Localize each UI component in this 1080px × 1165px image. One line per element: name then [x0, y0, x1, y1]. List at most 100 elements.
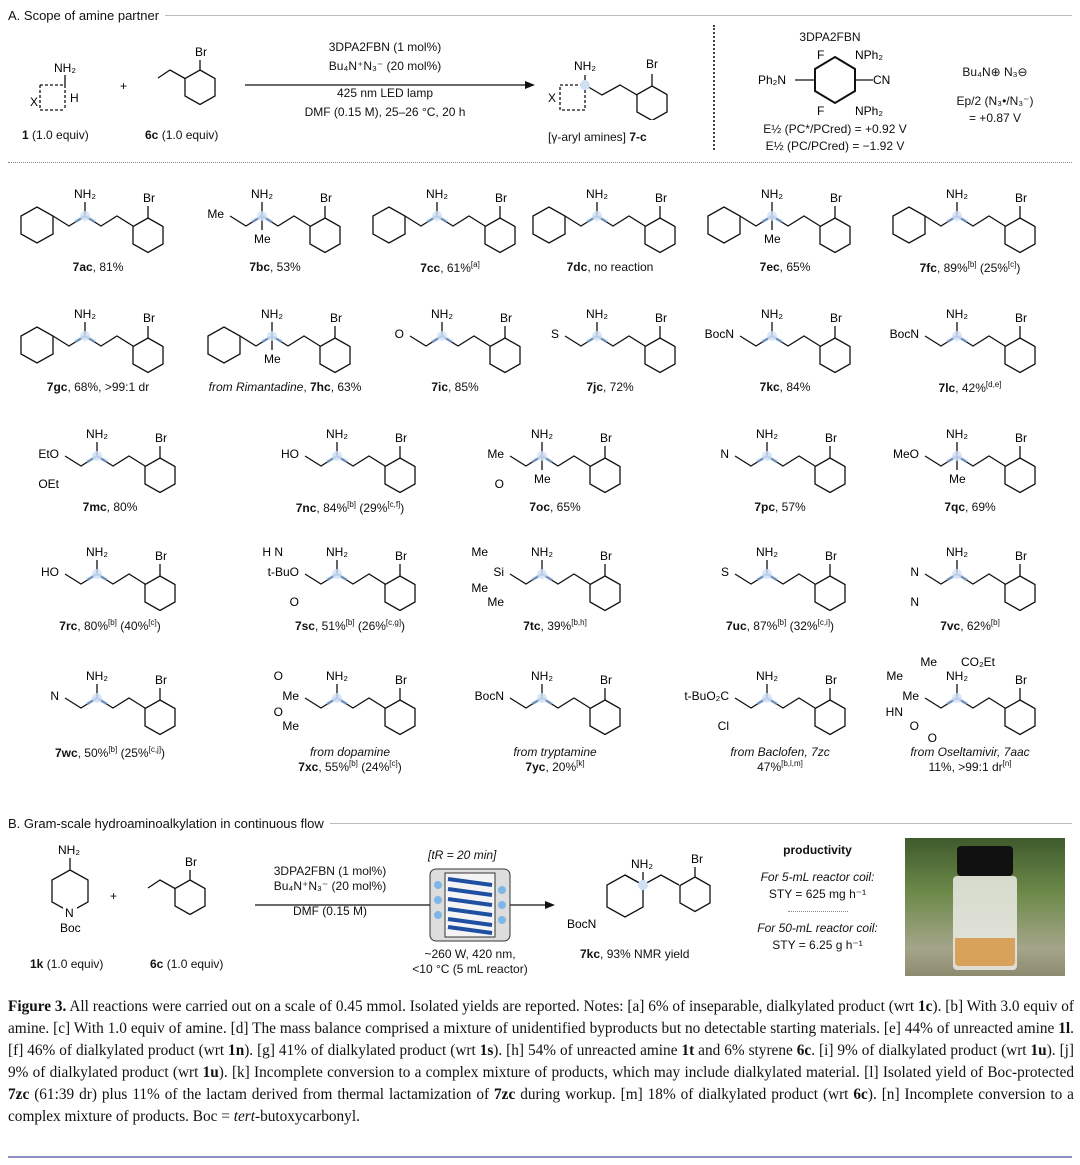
compound-label: 7dc, no reaction	[566, 260, 654, 274]
bromo-label: Br	[155, 431, 167, 445]
compound-label: 7oc, 65%	[529, 500, 581, 514]
amine-label: NH₂	[946, 669, 968, 683]
amine-label: NH₂	[86, 545, 108, 559]
compound-label: 7ac, 81%	[72, 260, 124, 274]
amine-label: NH₂	[326, 545, 348, 559]
methyl-label: Me	[254, 232, 271, 246]
amine-label: NH₂	[74, 187, 96, 201]
azide-info: Bu₄N⊕ N₃⊖Ep/2 (N₃•/N₃⁻)= +0.87 V	[930, 64, 1060, 127]
reactant-nh2: NH₂	[54, 61, 76, 75]
scope-divider	[8, 162, 1072, 163]
bromo-label: Br	[830, 191, 842, 205]
substituent-label: t-BuO	[268, 565, 299, 579]
bromo-label: Br	[330, 311, 342, 325]
substituent-label: N	[910, 565, 919, 579]
bromo-label: Br	[155, 549, 167, 563]
substituent-label: Me	[487, 447, 504, 461]
compound-label: 7fc, 89%[b] (25%[c])	[919, 260, 1021, 275]
conditions-b: 3DPA2FBN (1 mol%)Bu₄N⁺N₃⁻ (20 mol%)DMF (…	[255, 864, 405, 919]
compound-label: 7ec, 65%	[759, 260, 811, 274]
amine-label: NH₂	[86, 669, 108, 683]
compound-source: from Oseltamivir, 7aac	[910, 745, 1030, 759]
compound-label: 47%[b,l,m]	[757, 759, 803, 774]
condition-solvent: DMF (0.15 M), 25–26 °C, 20 h	[304, 105, 466, 119]
section-b-title: B. Gram-scale hydroaminoalkylation in co…	[8, 816, 324, 831]
substituent-label: Me	[487, 595, 504, 609]
reactant-br: Br	[195, 45, 207, 59]
bromo-label: Br	[655, 311, 667, 325]
amine-label: NH₂	[946, 307, 968, 321]
substituent-label: BocN	[705, 327, 734, 341]
amine-label: NH₂	[586, 187, 608, 201]
bromo-label: Br	[825, 431, 837, 445]
amine-label: NH₂	[86, 427, 108, 441]
b-reactant2-label: 6c (1.0 equiv)	[150, 957, 224, 971]
bromo-label: Br	[600, 431, 612, 445]
substituent-label: CO₂Et	[961, 655, 996, 669]
residence-time: [tR = 20 min]	[428, 848, 497, 862]
b-condition-azide: Bu₄N⁺N₃⁻ (20 mol%)	[273, 879, 387, 893]
substituent-label: HO	[41, 565, 59, 579]
bromo-label: Br	[320, 191, 332, 205]
b-product-br: Br	[691, 852, 703, 866]
compound-label: 7ic, 85%	[431, 380, 479, 394]
catalyst-f2: F	[817, 104, 824, 118]
catalyst-ph2n: Ph₂N	[758, 73, 786, 87]
coil1-label: For 5-mL reactor coil:	[760, 870, 875, 884]
potential-excited: E½ (PC*/PCred) = +0.92 V	[763, 122, 907, 136]
substituent-label: Me	[471, 581, 488, 595]
figure-caption: Figure 3. All reactions were carried out…	[8, 998, 1075, 1125]
substituent-label: MeO	[893, 447, 919, 461]
amine-label: NH₂	[531, 427, 553, 441]
amine-label: NH₂	[326, 427, 348, 441]
amine-label: NH₂	[531, 545, 553, 559]
compound-label: 7uc, 87%[b] (32%[c,i])	[725, 618, 835, 633]
compound-structure: NH₂ Br	[532, 187, 676, 254]
substituent-label: Cl	[718, 719, 729, 733]
compound-label: 7kc, 84%	[759, 380, 811, 394]
bromo-label: Br	[825, 673, 837, 687]
scheme-b-reactants: NH₂ N Boc + Br	[51, 843, 206, 935]
substituent-label: O	[290, 595, 299, 609]
compound-label: 7tc, 39%[b,h]	[523, 618, 587, 633]
bromo-label: Br	[1015, 549, 1027, 563]
flow-reactor-icon	[429, 868, 511, 942]
reaction-arrow-a	[245, 81, 535, 89]
product-a: NH₂ Br X	[548, 57, 668, 120]
substituent-label: Me	[920, 655, 937, 669]
bromo-label: Br	[1015, 191, 1027, 205]
conditions-a: 3DPA2FBN (1 mol%) Bu₄N⁺N₃⁻ (20 mol%) 425…	[250, 38, 520, 122]
substituent-label: Me	[282, 719, 299, 733]
bromo-label: Br	[600, 673, 612, 687]
section-a-title: A. Scope of amine partner	[8, 8, 160, 23]
product-br: Br	[646, 57, 658, 71]
scheme-a-reactants: NH₂ X H + Br	[30, 45, 216, 111]
amine-label: NH₂	[531, 669, 553, 683]
bromo-label: Br	[655, 191, 667, 205]
substituent-label: O	[495, 477, 504, 491]
bromo-label: Br	[825, 549, 837, 563]
